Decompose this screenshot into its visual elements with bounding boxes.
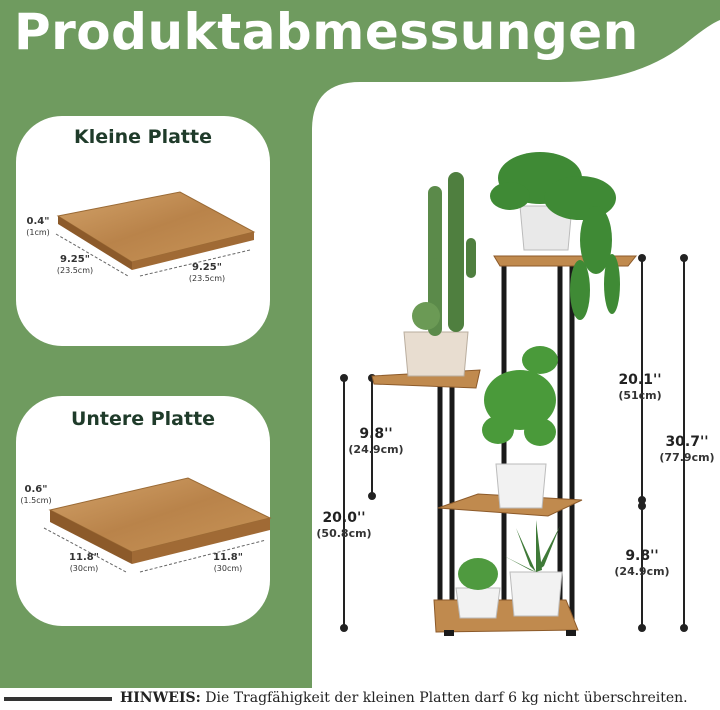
small-plate-thickness-cm: (1cm) — [26, 228, 50, 237]
page-title: Produktabmessungen — [14, 3, 639, 61]
bottom-plate-depth-cm: (30cm) — [213, 564, 243, 573]
bottom-plate-width-cm: (30cm) — [69, 564, 99, 573]
small-plate-depth-cm: (23.5cm) — [188, 274, 226, 283]
left-top-gap-cm: (24.9cm) — [348, 443, 404, 456]
footer-rule — [4, 697, 112, 701]
right-top-gap-cm: (51cm) — [618, 389, 662, 402]
small-plate-title: Kleine Platte — [74, 126, 212, 148]
bottom-plate-thickness: 0.6" — [24, 484, 48, 495]
footer-label: HINWEIS: — [120, 690, 201, 706]
bottom-plate-width: 11.8" — [69, 552, 99, 563]
right-bottom-gap-cm: (24.9cm) — [614, 565, 670, 578]
small-plate-depth: 9.25" — [192, 262, 222, 273]
small-plate-width-cm: (23.5cm) — [56, 266, 94, 275]
footer-text: Die Tragfähigkeit der kleinen Platten da… — [205, 690, 688, 706]
total-height-cm: (77.9cm) — [659, 451, 715, 464]
left-height-cm: (50.8cm) — [316, 527, 372, 540]
bottom-plate-thickness-cm: (1.5cm) — [20, 496, 52, 505]
left-height: 20.0'' — [322, 510, 366, 526]
bottom-plate-title: Untere Platte — [70, 408, 216, 430]
small-plate-thickness: 0.4" — [26, 216, 50, 227]
left-top-gap: 9.8'' — [359, 426, 393, 442]
footer-note: HINWEIS: Die Tragfähigkeit der kleinen P… — [0, 688, 720, 710]
right-top-gap: 20.1'' — [618, 372, 662, 388]
total-height: 30.7'' — [665, 434, 709, 450]
small-plate-width: 9.25" — [60, 254, 90, 265]
bottom-plate-depth: 11.8" — [213, 552, 243, 563]
right-bottom-gap: 9.8'' — [625, 548, 659, 564]
